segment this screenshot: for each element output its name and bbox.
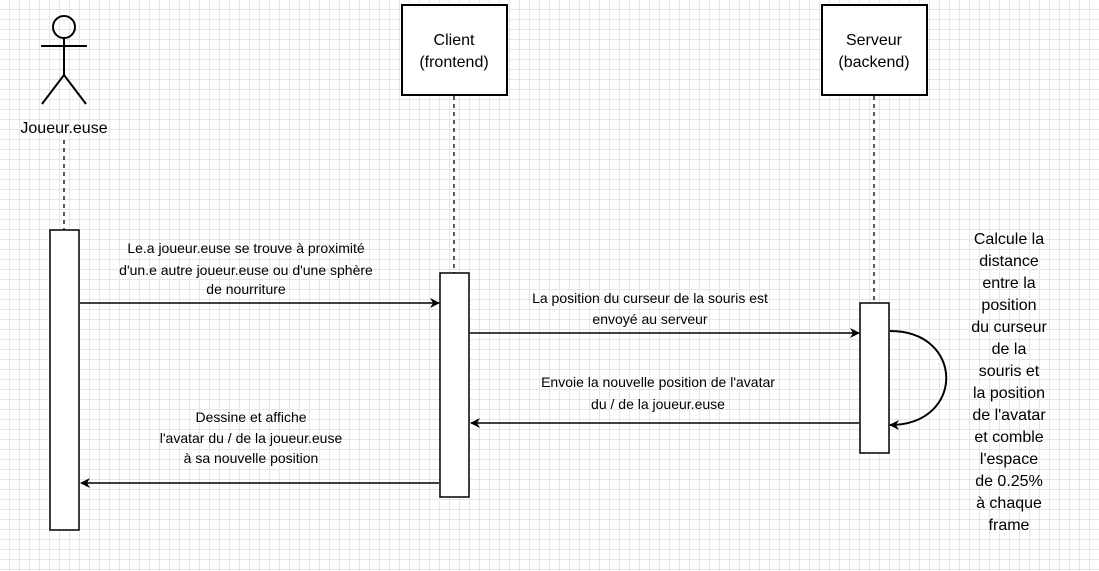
self-message-arrow	[889, 330, 948, 430]
participant-client[interactable]: Client (frontend)	[401, 4, 508, 96]
self-message-line: à chaque	[976, 495, 1042, 512]
message-4-label-line3: à sa nouvelle position	[184, 450, 319, 466]
message-2-label-line2: envoyé au serveur	[592, 311, 708, 327]
message-3-label-line1: Envoie la nouvelle position de l'avatar	[541, 374, 775, 390]
actor-label: Joueur.euse	[20, 120, 107, 137]
message-3[interactable]: Envoie la nouvelle position de l'avatar …	[470, 374, 859, 428]
message-4-label-line1: Dessine et affiche	[195, 409, 306, 425]
message-1[interactable]: Le.a joueur.euse se trouve à proximité d…	[80, 240, 440, 308]
participant-server[interactable]: Serveur (backend)	[821, 4, 928, 96]
message-2[interactable]: La position du curseur de la souris est …	[470, 290, 860, 338]
client-activation-bar[interactable]	[439, 272, 470, 498]
message-4[interactable]: Dessine et affiche l'avatar du / de la j…	[80, 409, 439, 488]
self-message-line: de la	[992, 341, 1027, 358]
client-label-line2: (frontend)	[419, 54, 488, 71]
actor-activation-bar[interactable]	[49, 229, 80, 531]
actor-joueur-euse[interactable]: Joueur.euse	[20, 15, 108, 137]
self-message-line: du curseur	[971, 319, 1047, 336]
self-message-line: l'espace	[980, 451, 1038, 468]
message-4-label-line2: l'avatar du / de la joueur.euse	[160, 430, 343, 446]
self-message-line: et comble	[974, 429, 1043, 446]
message-1-label-line2: d'un.e autre joueur.euse ou d'une sphère	[119, 262, 373, 278]
self-message-line: souris et	[979, 363, 1040, 380]
stick-figure-icon	[41, 15, 87, 105]
server-label-line2: (backend)	[838, 54, 909, 71]
self-message-line: position	[981, 297, 1036, 314]
server-box	[821, 4, 928, 96]
message-2-label-line1: La position du curseur de la souris est	[532, 290, 768, 306]
message-1-label-line3: de nourriture	[206, 281, 286, 297]
self-message-line: Calcule la	[974, 231, 1044, 248]
self-message-label: Calcule la distance entre la position du…	[971, 231, 1047, 534]
client-box	[401, 4, 508, 96]
self-message[interactable]: Calcule la distance entre la position du…	[889, 231, 1047, 534]
self-message-line: entre la	[982, 275, 1035, 292]
server-activation-bar[interactable]	[859, 302, 890, 454]
self-message-line: distance	[979, 253, 1039, 270]
client-label-line1: Client	[434, 32, 475, 49]
self-message-line: de l'avatar	[972, 407, 1046, 424]
message-1-label-line1: Le.a joueur.euse se trouve à proximité	[127, 240, 365, 256]
message-3-label-line2: du / de la joueur.euse	[591, 396, 725, 412]
self-message-line: la position	[973, 385, 1045, 402]
server-label-line1: Serveur	[846, 32, 903, 49]
self-message-line: de 0.25%	[975, 473, 1043, 490]
self-message-line: frame	[989, 517, 1030, 534]
